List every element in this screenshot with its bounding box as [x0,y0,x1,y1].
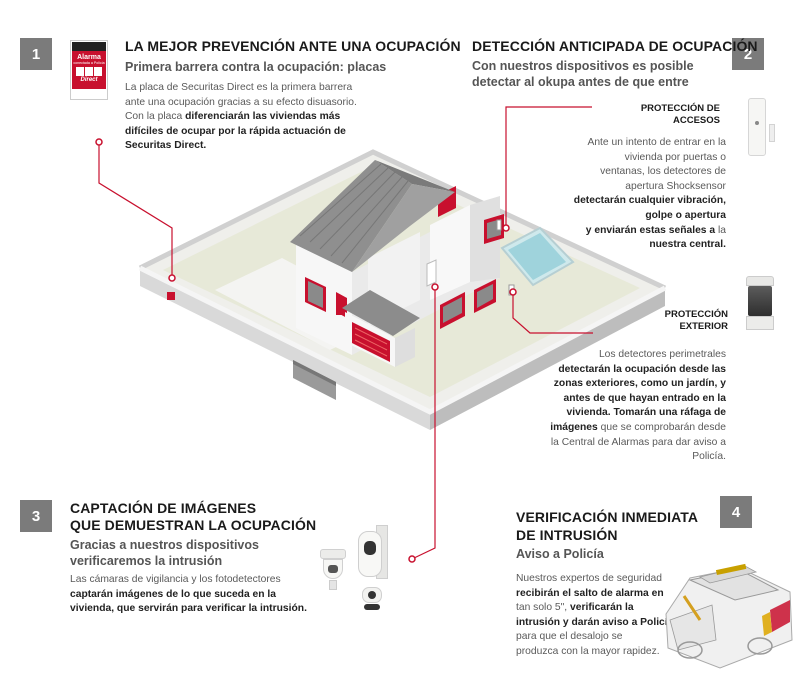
block1-text: La placa de Securitas Direct es la prime… [125,82,357,152]
step-badge-3: 3 [20,500,52,532]
block2-access-text: Ante un intento de entrar en la vivienda… [573,137,726,251]
block2-title: DETECCIÓN ANTICIPADA DE OCUPACIÓN [472,38,758,54]
block4-subtitle: Aviso a Policía [516,547,604,561]
shocksensor-device [748,98,775,156]
sign-brand: Direct [80,77,98,83]
security-camera-device [356,525,390,615]
photodetector-device [320,549,346,593]
block2-exterior-text: Los detectores perimetrales detectarán l… [550,349,726,463]
sign-line1: Alarma [77,54,101,61]
step-badge-4: 4 [720,496,752,528]
step-badge-2: 2 [732,38,764,70]
step-badge-1: 1 [20,38,52,70]
block1-title: LA MEJOR PREVENCIÓN ANTE UNA OCUPACIÓN [125,38,461,54]
perimeter-detector-device [746,276,774,332]
sign-line2: conectada a Policía [73,61,105,65]
block3-text: Las cámaras de vigilancia y los fotodete… [70,574,307,615]
alarm-sign: Alarma conectada a Policía Direct [70,40,108,100]
block1-subtitle: Primera barrera contra la ocupación: pla… [125,60,387,74]
block4-text: Nuestros expertos de seguridad recibirán… [516,573,674,657]
